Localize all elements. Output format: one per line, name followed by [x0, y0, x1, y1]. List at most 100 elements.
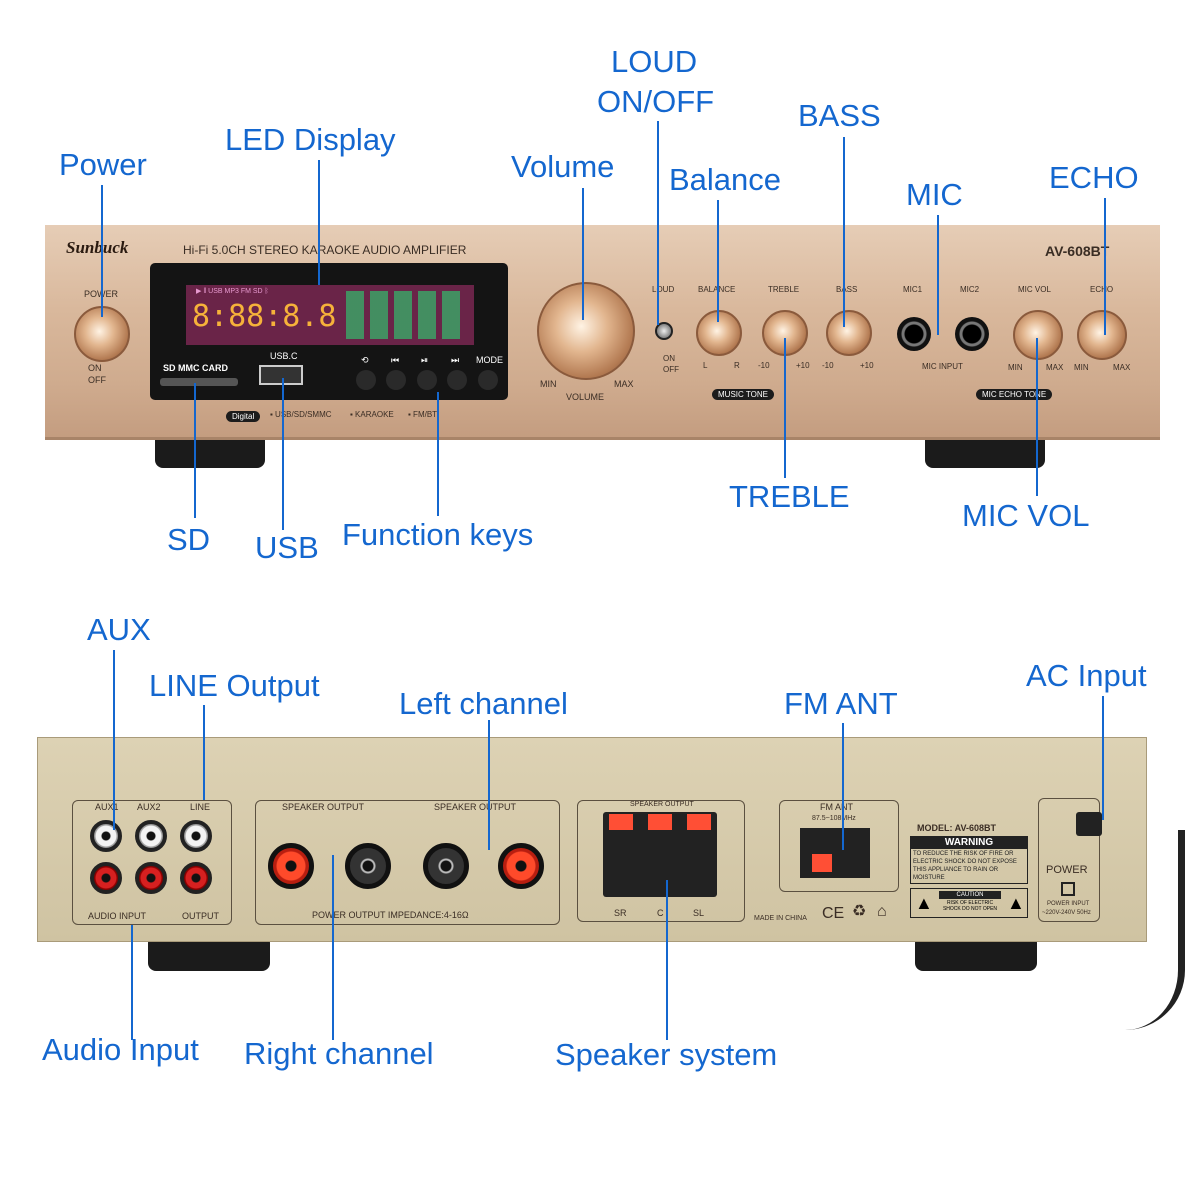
loud-label: LOUD — [652, 285, 675, 294]
mic-input-label: MIC INPUT — [922, 362, 963, 371]
mic-echo-tone-badge: MIC ECHO TONE — [976, 389, 1053, 400]
caution-text: RISK OF ELECTRIC SHOCK DO NOT OPEN — [942, 900, 998, 912]
balance-l: L — [703, 361, 708, 370]
off-label: OFF — [88, 375, 106, 385]
left-channel-callout-line — [488, 720, 490, 850]
speaker-system-callout-line — [666, 880, 668, 1040]
usb-callout-line — [282, 378, 284, 530]
repeat-key-label: ⟲ — [361, 355, 369, 365]
mic-vol-label: MIC VOL — [1018, 285, 1051, 294]
product-title: Hi-Fi 5.0CH STEREO KARAOKE AUDIO AMPLIFI… — [183, 243, 467, 257]
model-label: AV-608BT — [1045, 243, 1110, 259]
ac-inlet[interactable] — [1076, 812, 1102, 836]
power-cord — [1125, 830, 1185, 1030]
center-speaker-output-label: SPEAKER OUTPUT — [630, 801, 694, 808]
bass-label: BASS — [836, 285, 858, 294]
fm-ant-box — [779, 800, 899, 892]
weee-bin-icon: ♻ — [852, 903, 867, 920]
treble-callout: TREBLE — [729, 479, 850, 514]
aux1-right-jack[interactable] — [90, 862, 122, 894]
left-negative-terminal[interactable] — [423, 843, 469, 889]
mode-usb: ▪ USB/SD/SMMC — [270, 410, 332, 419]
aux2-right-jack[interactable] — [135, 862, 167, 894]
class-ii-icon — [1061, 882, 1075, 896]
play-pause-button[interactable] — [417, 370, 437, 390]
prev-button[interactable] — [386, 370, 406, 390]
mic-vol-max: MAX — [1046, 363, 1064, 372]
function-keys-callout-line — [437, 392, 439, 516]
sd-card-slot[interactable] — [160, 378, 238, 386]
usb-callout: USB — [255, 530, 319, 565]
output-label: OUTPUT — [182, 911, 219, 921]
power-input-label: POWER INPUT — [1047, 901, 1090, 907]
mic1-label: MIC1 — [903, 285, 923, 294]
right-positive-terminal[interactable] — [268, 843, 314, 889]
prev-key-label: ⏮ — [391, 355, 400, 365]
line-label: LINE — [190, 802, 211, 812]
right-negative-terminal[interactable] — [345, 843, 391, 889]
volume-knob[interactable] — [537, 282, 635, 380]
warning-text: TO REDUCE THE RISK OF FIRE OR ELECTRIC S… — [913, 851, 1017, 881]
made-in-label: MADE IN CHINA — [754, 915, 807, 922]
usb-label: USB.C — [270, 351, 298, 361]
repeat-button[interactable] — [356, 370, 376, 390]
spring-terminal-block[interactable] — [603, 812, 717, 897]
fm-ant-callout: FM ANT — [784, 686, 898, 721]
aux1-left-jack[interactable] — [90, 820, 122, 852]
bass-max: +10 — [860, 361, 874, 370]
volume-callout: Volume — [511, 149, 615, 184]
left-positive-terminal[interactable] — [498, 843, 544, 889]
speaker-output-left-label: SPEAKER OUTPUT — [434, 802, 517, 812]
loud-off: OFF — [663, 365, 679, 374]
mic1-jack[interactable] — [897, 317, 931, 351]
line-left-jack[interactable] — [180, 820, 212, 852]
indoor-use-icon: ⌂ — [877, 903, 887, 920]
line-output-callout-line — [203, 705, 205, 800]
lcd-status-icons: ▶ ‖ USB MP3 FM SD ᛒ — [196, 288, 269, 295]
mic-callout: MIC — [906, 177, 963, 212]
bass-callout: BASS — [798, 98, 881, 133]
volume-min: MIN — [540, 379, 557, 389]
balance-r: R — [734, 361, 740, 370]
warning-heading: WARNING — [911, 837, 1027, 849]
right-channel-callout: Right channel — [244, 1036, 434, 1071]
speaker-output-box — [255, 800, 560, 925]
aux2-left-jack[interactable] — [135, 820, 167, 852]
loud-callout-line — [657, 121, 659, 325]
treble-label: TREBLE — [768, 285, 800, 294]
usb-port[interactable] — [259, 365, 303, 385]
led-callout-line — [318, 160, 320, 285]
sd-card-label: SD MMC CARD — [163, 363, 228, 373]
speaker-system-callout: Speaker system — [555, 1037, 778, 1072]
digital-badge: Digital — [226, 411, 261, 422]
mic-vol-knob[interactable] — [1013, 310, 1063, 360]
line-right-jack[interactable] — [180, 862, 212, 894]
echo-max: MAX — [1113, 363, 1131, 372]
treble-max: +10 — [796, 361, 810, 370]
balance-knob[interactable] — [696, 310, 742, 356]
power-callout-line — [101, 185, 103, 317]
left-channel-callout: Left channel — [399, 686, 568, 721]
mode-button[interactable] — [478, 370, 498, 390]
aux1-label: AUX1 — [95, 802, 119, 812]
c-label: C — [657, 908, 664, 918]
mic-vol-callout: MIC VOL — [962, 498, 1090, 533]
bass-knob[interactable] — [826, 310, 872, 356]
on-label: ON — [88, 363, 102, 373]
echo-knob[interactable] — [1077, 310, 1127, 360]
rear-power-label: POWER — [1046, 864, 1088, 876]
aux2-label: AUX2 — [137, 802, 161, 812]
fm-antenna-terminal[interactable] — [800, 828, 870, 878]
exclamation-warning-icon: ▲ — [1007, 893, 1025, 913]
caution-heading: CAUTION — [939, 891, 1001, 899]
loud-button[interactable] — [655, 322, 673, 340]
mic2-label: MIC2 — [960, 285, 980, 294]
next-button[interactable] — [447, 370, 467, 390]
volume-max: MAX — [614, 379, 634, 389]
mode-key-label: MODE — [476, 355, 503, 365]
sd-callout: SD — [167, 522, 211, 557]
mic-vol-min: MIN — [1008, 363, 1023, 372]
led-display-callout: LED Display — [225, 122, 396, 157]
mic2-jack[interactable] — [955, 317, 989, 351]
caution-box: ▲ CAUTION RISK OF ELECTRIC SHOCK DO NOT … — [910, 888, 1028, 918]
